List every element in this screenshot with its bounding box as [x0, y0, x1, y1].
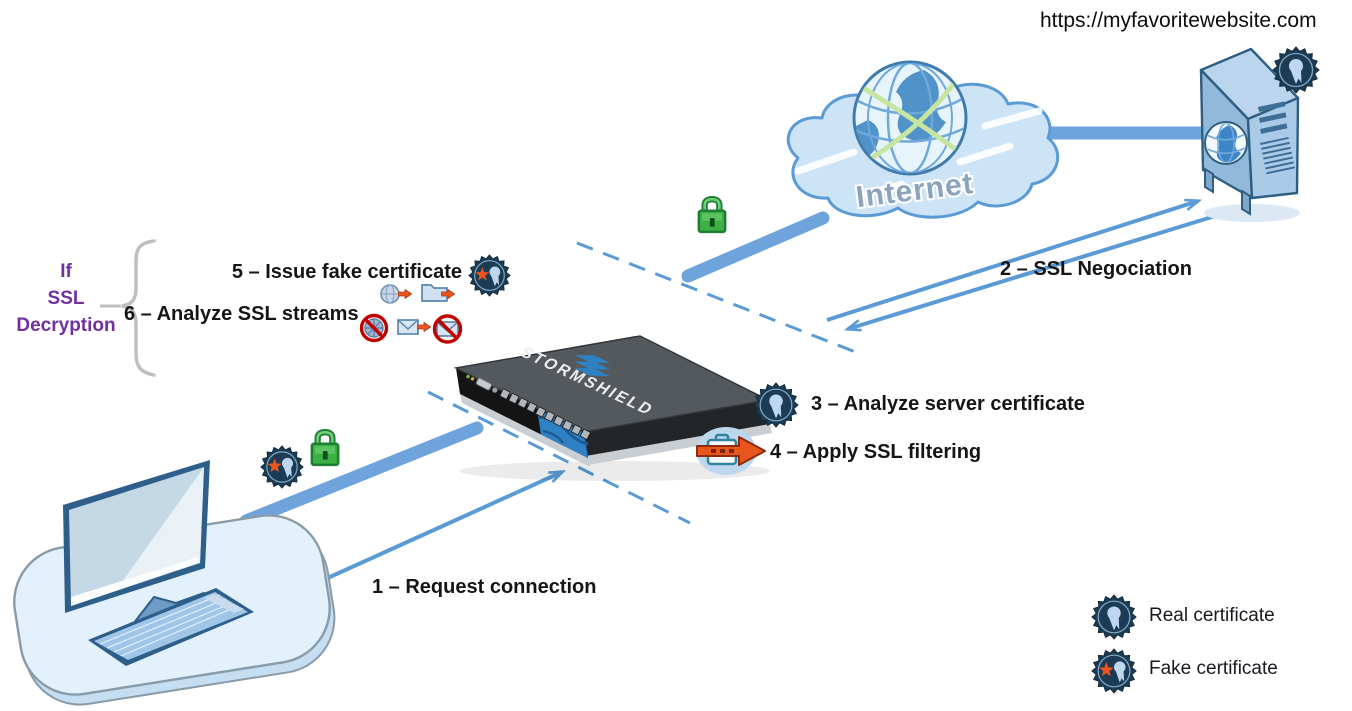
stormshield-logo-icon [573, 355, 611, 376]
ssl-filtering-icon [696, 427, 766, 475]
real-certificate-icon [753, 382, 799, 428]
mail-out-icon [397, 319, 431, 335]
padlock-icon [307, 428, 343, 468]
dashed-boundary-lan [427, 390, 691, 525]
legend-real-label: Real certificate [1149, 605, 1275, 626]
step-2-label: 2 – SSL Negociation [1000, 258, 1192, 280]
internet-cloud: Internet [786, 60, 1060, 219]
cloud-streaks [794, 107, 1043, 200]
condition-brace [100, 239, 156, 377]
fake-certificate-icon [260, 445, 304, 489]
fake-certificate-icon [468, 254, 511, 297]
step-1-label: 1 – Request connection [372, 576, 597, 598]
appliance-front-ports [466, 374, 592, 441]
real-certificate-icon [1272, 46, 1320, 94]
server-vents [1257, 101, 1296, 175]
web-server [1199, 47, 1300, 222]
monitor [63, 460, 210, 613]
arrow-ssl-negotiation-down [848, 210, 1229, 329]
step-5-label: 5 – Issue fake certificate [231, 261, 462, 283]
link-cloud-firewall [681, 211, 830, 283]
server-feet [1204, 167, 1251, 216]
web-out-icon [380, 284, 412, 304]
red-arrow [696, 436, 766, 466]
step-4-label: 4 – Apply SSL filtering [770, 441, 982, 463]
dashed-boundary-wan [576, 241, 859, 355]
appliance-right-face [584, 400, 770, 456]
condition-line: If [60, 261, 72, 282]
step-6-label: 6 – Analyze SSL streams [124, 303, 359, 325]
legend-fake-label: Fake certificate [1149, 658, 1278, 679]
padlock-icon [694, 195, 730, 235]
url-label: https://myfavoritewebsite.com [1040, 9, 1317, 32]
if-ssl-decryption-label: If SSL Decryption [10, 258, 122, 339]
condition-line: SSL [47, 288, 85, 309]
real-certificate-icon [1091, 594, 1137, 640]
mail-blocked-icon [432, 314, 463, 344]
folder-out-icon [421, 284, 455, 302]
globe-icon [852, 60, 968, 176]
condition-line: Decryption [16, 315, 116, 336]
client-computer [13, 460, 336, 706]
fake-certificate-icon [1091, 648, 1137, 694]
link-client-firewall [239, 421, 484, 528]
stream-analysis-icons [359, 284, 463, 344]
arrow-ssl-negotiation-up [826, 201, 1198, 322]
appliance-base-edge [460, 394, 590, 467]
step-3-label: 3 – Analyze server certificate [811, 393, 1085, 415]
antivirus-blocked-icon [359, 313, 389, 343]
keyboard [88, 588, 254, 666]
server-globe-emblem [1204, 121, 1248, 165]
